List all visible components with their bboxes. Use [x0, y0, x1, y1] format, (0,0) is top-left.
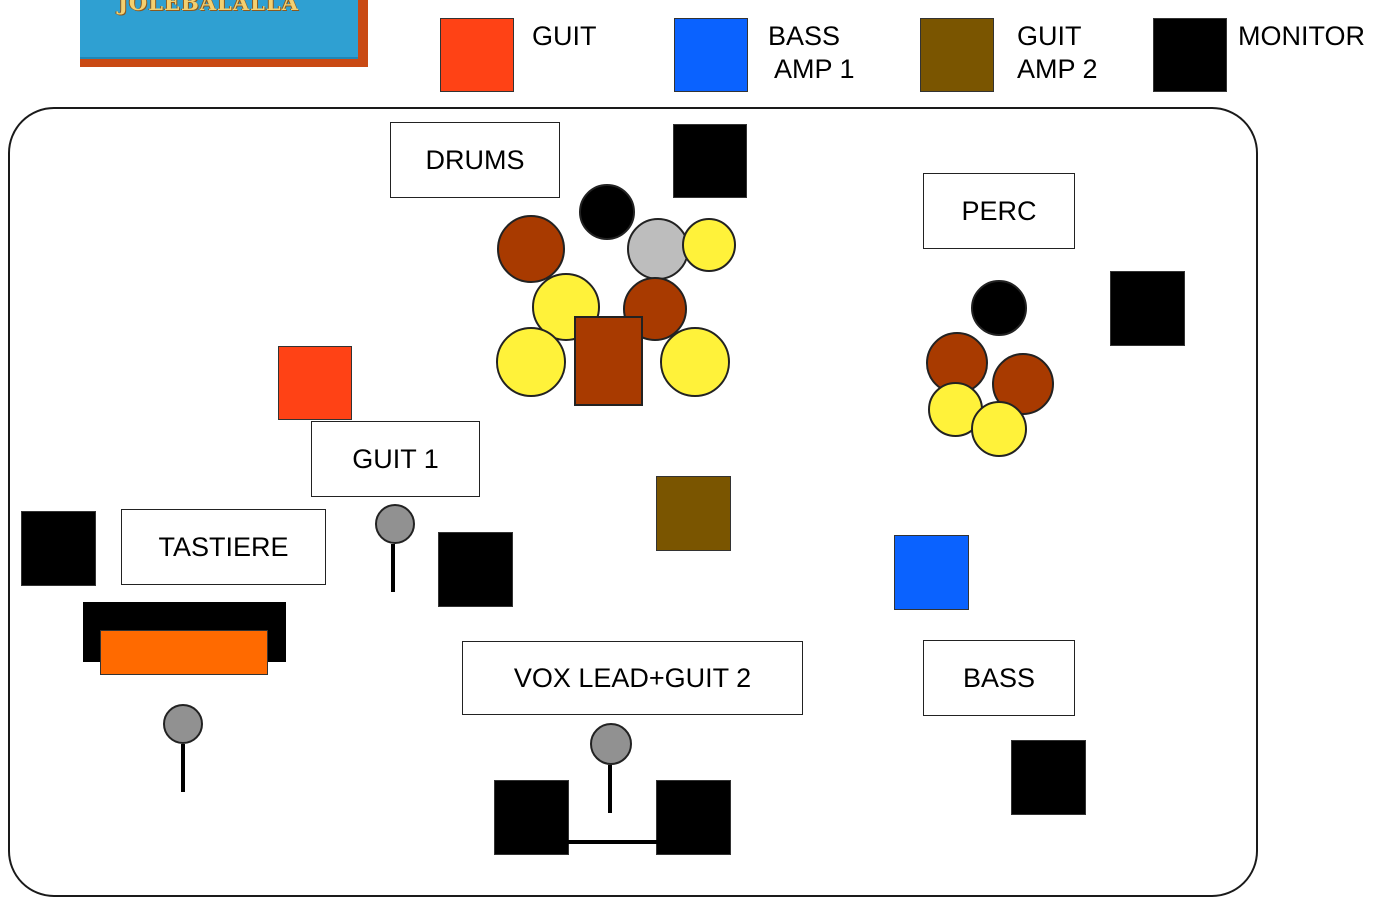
logo-text: JOLEBALALLA — [118, 0, 299, 15]
label-tastiere: TASTIERE — [121, 509, 326, 585]
guit-amp-1 — [278, 346, 352, 420]
drum-cymbal-1 — [682, 218, 736, 272]
legend-label-monitor: MONITOR — [1238, 21, 1365, 51]
label-drums: DRUMS — [390, 122, 560, 198]
mic-stand-vox-lead — [608, 765, 612, 813]
monitor-link-cable — [568, 840, 658, 844]
perc-cymbal-2 — [971, 401, 1027, 457]
bass-amp-1 — [894, 535, 969, 610]
drum-tom-1 — [497, 215, 565, 283]
legend-swatch-monitor — [1153, 18, 1227, 92]
drum-cymbal-black — [579, 184, 635, 240]
label-bass: BASS — [923, 640, 1075, 716]
legend-swatch-bass-amp — [674, 18, 748, 92]
drum-tom-2 — [623, 277, 687, 341]
monitor-bass — [1011, 740, 1086, 815]
perc-cymbal-black — [971, 280, 1027, 336]
monitor-tastiere — [21, 511, 96, 586]
monitor-guit-1 — [438, 532, 513, 607]
legend-label-guit-amp: GUIT AMP 2 — [1017, 21, 1098, 84]
keyboard — [100, 630, 268, 675]
legend-label-bass-amp: BASS AMP 1 — [768, 21, 855, 84]
label-vox-lead-guit-2: VOX LEAD+GUIT 2 — [462, 641, 803, 715]
band-logo: JOLEBALALLA — [80, 0, 358, 59]
mic-stand-tastiere — [181, 744, 185, 792]
drum-cymbal-4 — [660, 327, 730, 397]
mic-vox-lead — [590, 723, 632, 765]
drum-cymbal-3 — [496, 327, 566, 397]
legend-label-guit: GUIT — [532, 21, 597, 51]
drum-hihat — [627, 218, 689, 280]
legend-swatch-guit — [440, 18, 514, 92]
monitor-vox-left — [494, 780, 569, 855]
guit-amp-2 — [656, 476, 731, 551]
monitor-drums — [673, 124, 747, 198]
mic-stand-guit-1 — [391, 544, 395, 592]
label-guit-1: GUIT 1 — [311, 421, 480, 497]
legend-swatch-guit-amp — [920, 18, 994, 92]
monitor-vox-right — [656, 780, 731, 855]
label-perc: PERC — [923, 173, 1075, 249]
mic-guit-1 — [375, 504, 415, 544]
mic-tastiere — [163, 704, 203, 744]
monitor-perc — [1110, 271, 1185, 346]
drum-kick — [574, 316, 643, 406]
